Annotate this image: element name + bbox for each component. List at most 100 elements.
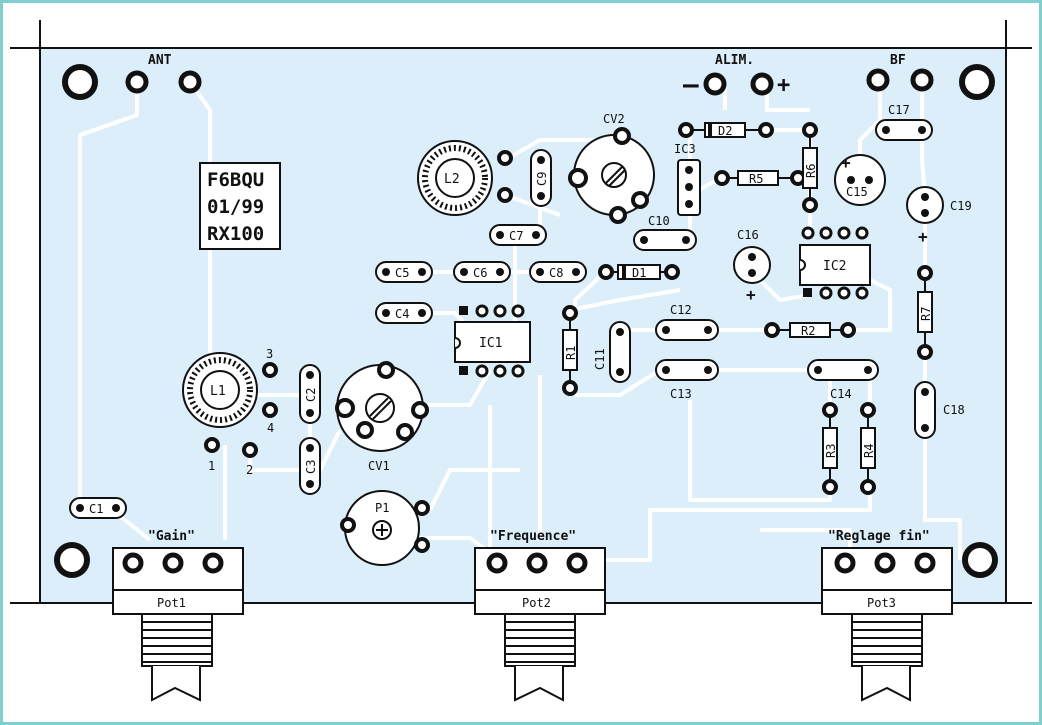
c11-label: C11 <box>593 348 607 370</box>
c7-label: C7 <box>509 229 523 243</box>
trimpot-p1: P1 <box>340 490 430 566</box>
c9-label: C9 <box>535 172 549 186</box>
capacitor-c19: C19 + <box>906 186 972 246</box>
capacitor-c16: C16 + <box>733 228 771 304</box>
r1-label: R1 <box>564 346 578 360</box>
cv1-label: CV1 <box>368 459 390 473</box>
c17-label: C17 <box>888 103 910 117</box>
r6-label: R6 <box>804 164 818 178</box>
ant-label: ANT <box>148 53 172 68</box>
pot1-title: "Gain" <box>148 529 195 544</box>
bf-label: BF <box>890 53 906 68</box>
board-id-line-1: F6BQU <box>207 169 264 191</box>
capacitor-c17: C17 <box>875 103 933 141</box>
c19-label: C19 <box>950 199 972 213</box>
resistor-r4: R4 <box>860 402 876 495</box>
ant-connector: ANT <box>125 53 202 94</box>
l1-pin-3: 3 <box>266 347 273 361</box>
resistor-r7: R7 <box>917 265 933 360</box>
r7-label: R7 <box>919 307 933 321</box>
alim-connector: ALIM. – + <box>683 53 790 100</box>
ic1-label: IC1 <box>479 336 502 351</box>
resistor-r6: R6 <box>802 122 818 213</box>
r2-label: R2 <box>801 324 815 338</box>
c19-plus: + <box>918 227 928 246</box>
trimmer-cv1: CV1 <box>335 361 429 473</box>
alim-minus: – <box>683 70 699 100</box>
l1-label: L1 <box>210 384 226 399</box>
capacitor-c12: C12 <box>655 303 719 341</box>
r5-label: R5 <box>749 172 763 186</box>
l1-pin-2: 2 <box>246 463 253 477</box>
board-id-box: F6BQU 01/99 RX100 <box>199 162 281 250</box>
r4-label: R4 <box>862 444 876 458</box>
mounting-hole-tr <box>959 64 995 100</box>
c1-label: C1 <box>89 502 103 516</box>
c4-label: C4 <box>395 307 409 321</box>
c2-label: C2 <box>304 388 318 402</box>
capacitor-c7: C7 <box>489 224 547 246</box>
pot2-label: Pot2 <box>522 596 551 610</box>
capacitor-c11: C11 <box>593 321 631 383</box>
mounting-hole-tl <box>62 64 98 100</box>
pot2-title: "Frequence" <box>490 529 576 544</box>
c18-label: C18 <box>943 403 965 417</box>
pot1-label: Pot1 <box>157 596 186 610</box>
resistor-r2: R2 <box>764 322 856 338</box>
resistor-r3: R3 <box>822 402 838 495</box>
pot3-label: Pot3 <box>867 596 896 610</box>
cv2-label: CV2 <box>603 112 625 126</box>
c15-label: C15 <box>846 185 868 199</box>
ic2-label: IC2 <box>823 259 846 274</box>
capacitor-c3: C3 <box>299 437 321 495</box>
pot3-title: "Reglage fin" <box>828 529 930 544</box>
c6-label: C6 <box>473 266 487 280</box>
pot1: "Gain" Pot1 <box>112 529 244 702</box>
mounting-hole-bl <box>54 542 90 578</box>
board-id-line-2: 01/99 <box>207 196 264 218</box>
capacitor-c13: C13 <box>655 359 719 401</box>
inductor-l2: L2 <box>417 140 513 216</box>
ic-ic2: IC2 <box>799 226 871 300</box>
c14-label: C14 <box>830 387 852 401</box>
c12-label: C12 <box>670 303 692 317</box>
capacitors-horizontal: C1 C4 C5 C6 C7 C8 C1 <box>69 103 933 519</box>
ic-ic1: IC1 <box>454 304 531 378</box>
p1-label: P1 <box>375 501 389 515</box>
ic-ic3: IC3 <box>674 142 701 216</box>
capacitor-c18: C18 <box>914 381 965 439</box>
c3-label: C3 <box>304 460 318 474</box>
inductor-l1: L1 3 4 1 2 <box>182 347 278 477</box>
capacitor-c4: C4 <box>375 302 433 324</box>
capacitor-c2: C2 <box>299 364 321 424</box>
resistor-r5: R5 <box>714 170 806 186</box>
c13-label: C13 <box>670 387 692 401</box>
crop-marks <box>10 20 1032 604</box>
c8-label: C8 <box>549 266 563 280</box>
capacitors-vertical: C2 C3 C9 C11 C18 <box>299 149 965 495</box>
d1-label: D1 <box>632 266 646 280</box>
c15-plus: + <box>841 153 851 172</box>
trimmer-cv2: CV2 <box>568 112 655 224</box>
c16-plus: + <box>746 285 756 304</box>
mounting-holes <box>54 64 998 578</box>
board-id-line-3: RX100 <box>207 223 264 245</box>
alim-plus: + <box>777 73 790 98</box>
pot3: "Reglage fin" Pot3 <box>821 529 953 702</box>
capacitor-c8: C8 <box>529 261 587 283</box>
resistors: R1 R2 R3 R4 R5 <box>562 122 933 495</box>
diode-d1: D1 <box>598 264 680 280</box>
c10-label: C10 <box>648 214 670 228</box>
alim-label: ALIM. <box>715 53 754 68</box>
l1-pin-1: 1 <box>208 459 215 473</box>
capacitor-c6: C6 <box>453 261 511 283</box>
capacitor-c14: C14 <box>807 359 879 401</box>
c5-label: C5 <box>395 266 409 280</box>
capacitor-c5: C5 <box>375 261 433 283</box>
bf-connector: BF <box>866 53 934 92</box>
ic3-label: IC3 <box>674 142 696 156</box>
d2-label: D2 <box>718 124 732 138</box>
pot2: "Frequence" Pot2 <box>474 529 606 702</box>
